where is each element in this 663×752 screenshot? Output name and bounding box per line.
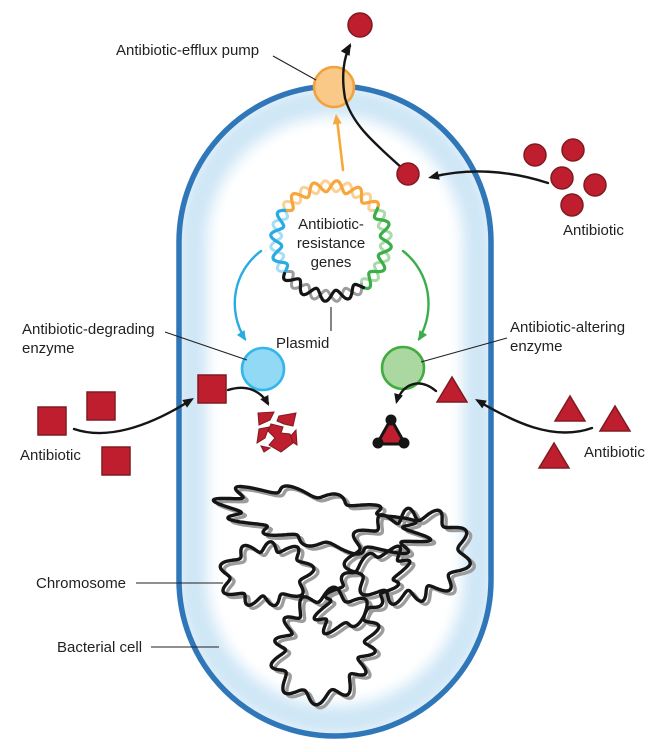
arrow-gene-to-pump-head [332, 114, 342, 125]
antibiotic-molecule-circle [561, 138, 585, 162]
cell-membrane [176, 83, 494, 739]
antibiotic-molecule-circle [550, 166, 574, 190]
altered-antibiotic-dot [372, 437, 384, 449]
chromosome-shadow-strand [346, 509, 476, 609]
antibiotic-label-right: Antibiotic [584, 444, 645, 461]
antibiotic-label-top: Antibiotic [563, 222, 624, 239]
label-pointer-lines [136, 55, 508, 648]
degrading-enzyme-label: Antibiotic-degrading enzyme [22, 321, 155, 357]
degrading-enzyme-circle [240, 346, 286, 392]
arrow-alteration-head [394, 393, 403, 404]
altering-enzyme-label: Antibiotic-altering enzyme [510, 319, 626, 355]
plasmid-segment-orange [285, 179, 381, 213]
arrow-gene-to-degrading-enzyme-head [236, 330, 246, 341]
degraded-antibiotic-shard [257, 411, 275, 426]
degraded-antibiotic-shard [276, 412, 297, 427]
chromosome-dna-strand [211, 484, 433, 556]
antibiotic-molecule-circle [523, 143, 547, 167]
antibiotic-molecule-square [37, 406, 67, 436]
efflux-pump-circle [312, 65, 356, 109]
antibiotic-molecule-triangle [537, 441, 571, 469]
antibiotic-molecule-square [101, 446, 131, 476]
chromosome-dna-strand [342, 506, 472, 606]
plasmid-label: Plasmid [276, 335, 330, 352]
antibiotic-molecule-triangle [553, 394, 587, 422]
arrow-antibiotic-enters-top-head [428, 170, 440, 180]
pointer-degrading-enzyme [164, 331, 248, 361]
arrow-efflux-out [342, 44, 404, 170]
plasmid-segment-green [362, 206, 393, 291]
degraded-antibiotic [256, 411, 298, 453]
arrow-degradation-head [260, 395, 269, 406]
plasmid-segment-green-light [359, 208, 393, 286]
chromosome-label: Chromosome [36, 575, 127, 592]
efflux-pump-label: Antibiotic-efflux pump [116, 42, 260, 59]
antibiotic-molecule-triangle [435, 375, 469, 403]
pointer-efflux-pump [272, 55, 317, 81]
chromosome-dna-strand [312, 544, 412, 636]
resistance-enzymes [240, 345, 426, 392]
antibiotic-molecule-circle [560, 193, 584, 217]
antibiotic-molecule-triangle [598, 404, 632, 432]
arrow-gene-to-pump [335, 117, 345, 172]
chromosome-shadow-strand [222, 543, 320, 611]
pointer-altering-enzyme [420, 337, 508, 363]
arrow-gene-to-altering-enzyme [401, 249, 430, 341]
plasmid-segment-blue [269, 208, 290, 276]
arrow-antibiotic-enters-right [476, 399, 594, 434]
bacterial-cell-label: Bacterial cell [57, 639, 143, 656]
altered-antibiotic-dot [385, 414, 397, 426]
arrow-gene-to-altering-enzyme-head [418, 330, 428, 341]
antibiotic-molecule-square [197, 374, 227, 404]
arrow-gene-to-degrading-enzyme [233, 249, 263, 341]
antibiotic-label-left: Antibiotic [20, 447, 81, 464]
bacterial-cell [176, 83, 494, 739]
altered-antibiotic-dot [398, 437, 410, 449]
efflux-pump [312, 65, 356, 109]
cell-body [179, 86, 491, 736]
process-arrows [72, 43, 594, 435]
antibiotic-molecule-square [86, 391, 116, 421]
arrow-antibiotic-enters-left-head [182, 398, 194, 408]
altered-antibiotic-triangle [375, 417, 407, 446]
arrow-antibiotic-enters-left [72, 398, 193, 435]
plasmid-segment-black-light [286, 269, 364, 303]
degraded-antibiotic-shard [256, 426, 270, 444]
chromosome-dna-strand [218, 540, 316, 608]
plasmid-dna-ring [269, 179, 393, 303]
degraded-antibiotic-shard [260, 445, 272, 453]
antibiotic-molecule-circle [396, 162, 420, 186]
resistance-genes-label: Antibiotic- resistance genes [296, 216, 366, 271]
altered-antibiotic [372, 414, 410, 449]
arrow-antibiotic-enters-right-head [475, 399, 487, 409]
arrow-antibiotic-enters-top [430, 170, 550, 185]
antibiotic-molecule-circle [583, 173, 607, 197]
degraded-antibiotic-shard [267, 423, 294, 453]
chromosome-dna-strand [269, 585, 381, 707]
antibiotic-molecules [37, 12, 632, 476]
arrow-efflux-out-head [340, 43, 351, 56]
chromosome [211, 484, 476, 710]
antibiotic-molecule-circle [347, 12, 373, 38]
plasmid-segment-black [281, 272, 366, 303]
